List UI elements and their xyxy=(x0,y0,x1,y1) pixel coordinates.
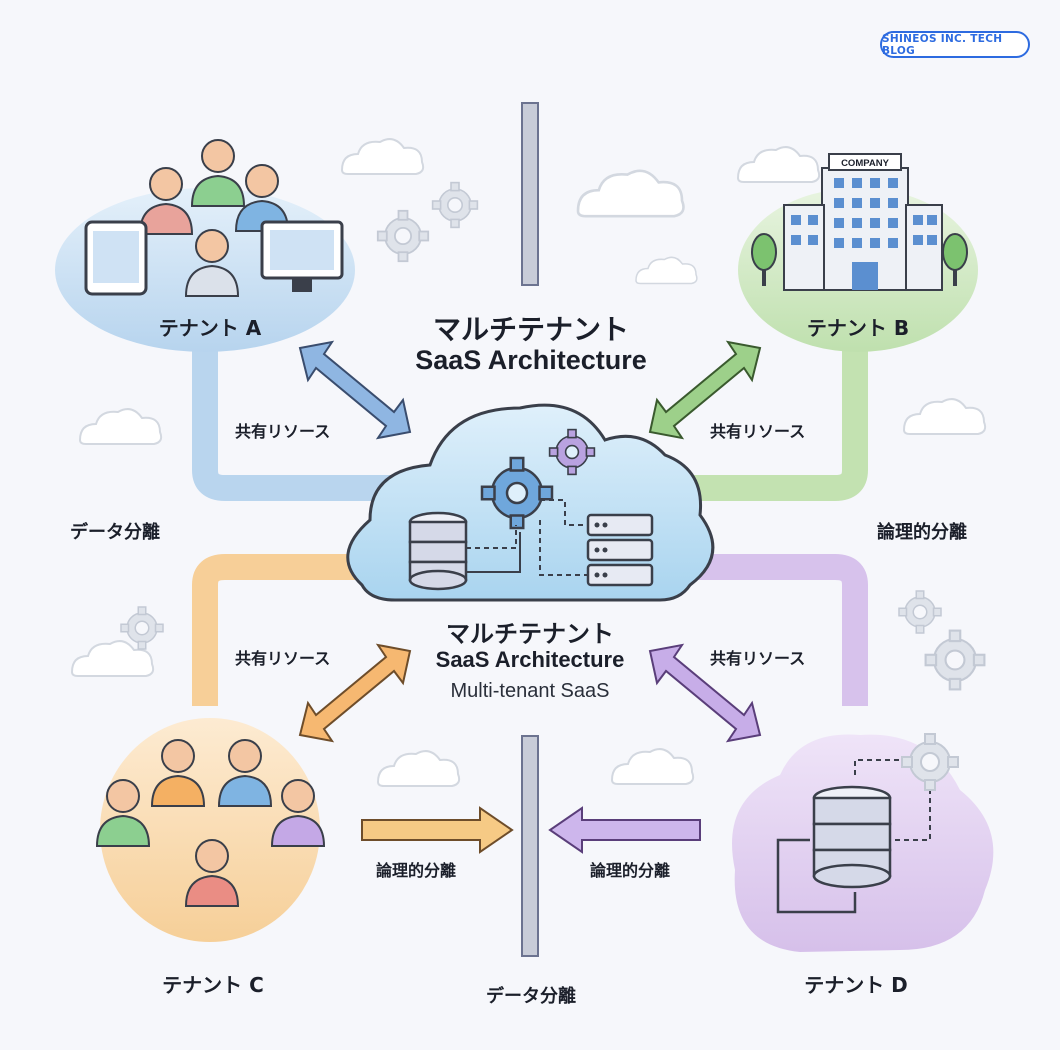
center-title-line3: Multi-tenant SaaS xyxy=(450,680,610,702)
arrow-tenant-b xyxy=(648,340,762,440)
center-title-line1: マルチテナント xyxy=(446,620,614,648)
arrow-tenant-a xyxy=(298,340,412,440)
logical-separation-label-bottom-right: 論理的分離 xyxy=(590,861,671,880)
data-separation-label-bottom: データ分離 xyxy=(486,986,576,1007)
tenant-b-label: テナント B xyxy=(806,316,910,340)
tenant-c-illustration xyxy=(96,718,325,942)
center-title-line2: SaaS Architecture xyxy=(435,647,625,672)
arrow-tenant-d xyxy=(648,643,762,743)
tenant-a-illustration xyxy=(55,139,355,352)
building-sign: COMPANY xyxy=(841,158,890,169)
pipe-tenant-c xyxy=(192,554,405,706)
logical-separation-label-bottom-left: 論理的分離 xyxy=(376,861,457,880)
shared-resource-label-a: 共有リソース xyxy=(235,422,331,441)
title-line2: SaaS Architecture xyxy=(415,345,647,375)
tenant-c-label: テナント C xyxy=(162,973,264,997)
arrow-tenant-c xyxy=(298,643,412,743)
tenant-d-illustration xyxy=(732,733,994,952)
central-cloud xyxy=(346,403,715,602)
tenant-d-label: テナント D xyxy=(804,973,908,997)
tenant-b-illustration xyxy=(738,153,978,352)
logical-separation-label-right: 論理的分離 xyxy=(877,522,967,543)
shared-resource-label-c: 共有リソース xyxy=(235,649,331,668)
arrow-logical-left xyxy=(361,806,514,854)
title-line1: マルチテナント xyxy=(432,313,630,346)
vertical-separator-bottom xyxy=(521,735,539,957)
blog-badge: SHINEOS INC. TECH BLOG xyxy=(880,31,1030,58)
pipe-tenant-b xyxy=(650,345,868,501)
pipe-tenant-d xyxy=(650,554,868,706)
shared-resource-label-b: 共有リソース xyxy=(710,422,806,441)
tenant-a-label: テナント A xyxy=(158,316,262,340)
shared-resource-label-d: 共有リソース xyxy=(710,649,806,668)
vertical-separator-top xyxy=(521,102,539,286)
data-separation-label-left: データ分離 xyxy=(70,522,160,543)
arrow-logical-right xyxy=(548,806,701,854)
pipe-tenant-a xyxy=(192,345,405,501)
